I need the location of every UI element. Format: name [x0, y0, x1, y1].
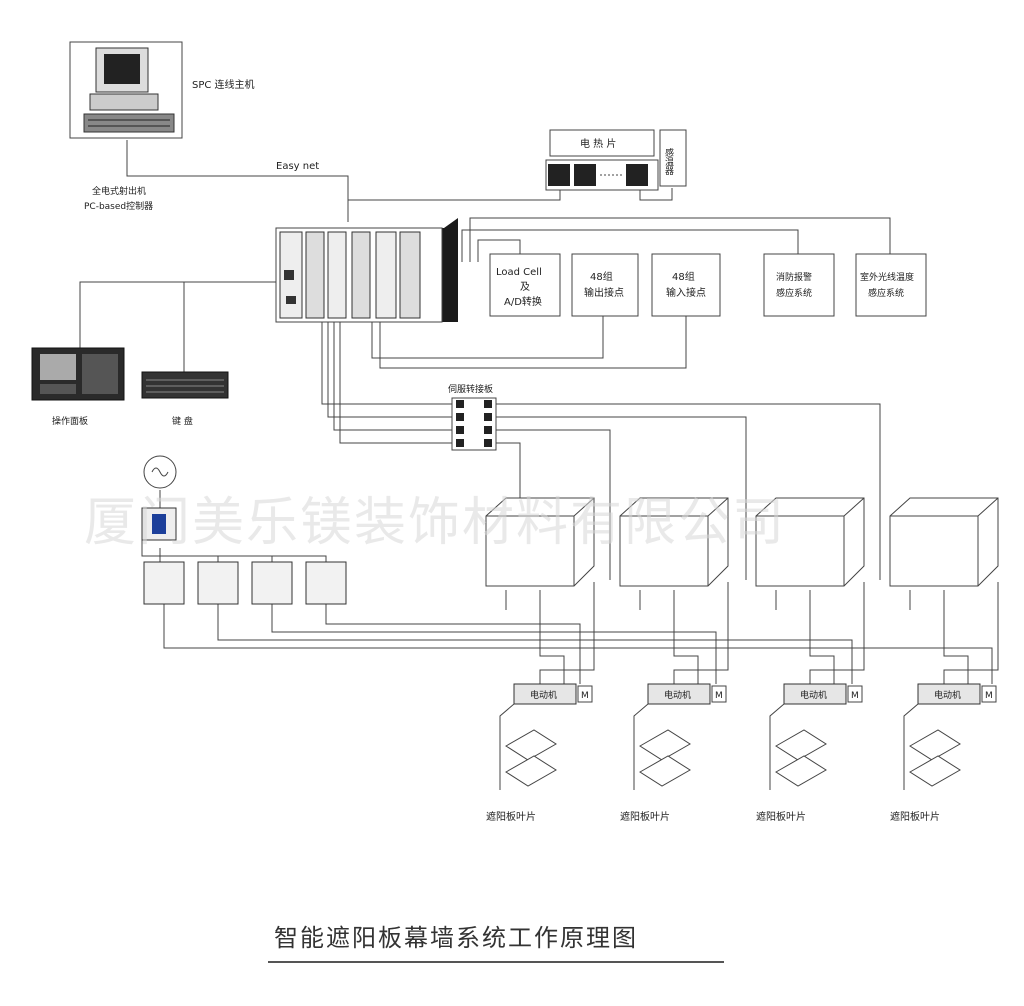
heater-unit — [545, 129, 687, 191]
motor-1 — [513, 683, 593, 705]
operator-panel — [31, 347, 125, 401]
in48-label-2: 输入接点 — [666, 286, 706, 299]
motor-3-m: M — [851, 691, 859, 701]
motor-3 — [783, 683, 863, 705]
servo-drivers — [143, 561, 347, 605]
servo-transfer-board — [451, 397, 497, 451]
spc-host-computer — [69, 41, 183, 139]
louver-1-label: 遮阳板叶片 — [486, 810, 536, 823]
motor-2-label: 电动机 — [664, 689, 691, 701]
louver-2-label: 遮阳板叶片 — [620, 810, 670, 823]
motor-4-m: M — [985, 691, 993, 701]
out48-label-2: 输出接点 — [584, 286, 624, 299]
louver-2 — [633, 703, 691, 790]
controller-rack — [275, 218, 458, 323]
servo-board-label: 伺服转接板 — [448, 383, 493, 395]
temp-sensor-label: 感温器 — [663, 147, 674, 175]
controller-label-1: 全电式射出机 — [92, 185, 146, 197]
input-48-module — [651, 253, 721, 317]
motor-4-label: 电动机 — [934, 689, 961, 701]
motor-3-label: 电动机 — [800, 689, 827, 701]
load-cell-module — [489, 253, 561, 317]
louver-4 — [903, 703, 961, 790]
actuator-box-3 — [755, 497, 865, 587]
diagram-title: 智能遮阳板幕墙系统工作原理图 — [274, 924, 638, 952]
light-label-2: 感应系统 — [868, 287, 904, 299]
louver-4-label: 遮阳板叶片 — [890, 810, 940, 823]
actuator-box-1 — [485, 497, 595, 587]
louver-3-label: 遮阳板叶片 — [756, 810, 806, 823]
out48-label-1: 48组 — [590, 270, 613, 283]
motor-4 — [917, 683, 997, 705]
fire-alarm-module — [763, 253, 835, 317]
actuator-box-2 — [619, 497, 729, 587]
motor-2-m: M — [715, 691, 723, 701]
controller-label-2: PC-based控制器 — [84, 200, 153, 212]
load-cell-label-1: Load Cell — [496, 267, 542, 278]
wiring — [79, 140, 999, 684]
easy-net-label: Easy net — [276, 161, 319, 172]
light-temp-module — [855, 253, 927, 317]
motor-1-m: M — [581, 691, 589, 701]
keyboard-label: 键 盘 — [172, 415, 193, 427]
spc-host-label: SPC 连线主机 — [192, 78, 255, 91]
louver-3 — [769, 703, 827, 790]
motor-1-label: 电动机 — [530, 689, 557, 701]
in48-label-1: 48组 — [672, 270, 695, 283]
fire-label-2: 感应系统 — [776, 287, 812, 299]
heater-label: 电 热 片 — [580, 137, 616, 150]
louver-1 — [499, 703, 557, 790]
motor-2 — [647, 683, 727, 705]
actuator-box-4 — [889, 497, 999, 587]
output-48-module — [571, 253, 639, 317]
fire-label-1: 消防报警 — [776, 271, 812, 283]
keyboard-device — [141, 371, 229, 399]
op-panel-label: 操作面板 — [52, 415, 88, 427]
light-label-1: 室外光线温度 — [860, 271, 914, 283]
load-cell-label-2: 及 — [520, 281, 530, 293]
power-source — [141, 455, 177, 541]
watermark-text: 厦门美乐镁装饰材料有限公司 — [84, 493, 786, 553]
load-cell-label-3: A/D转换 — [504, 295, 542, 308]
